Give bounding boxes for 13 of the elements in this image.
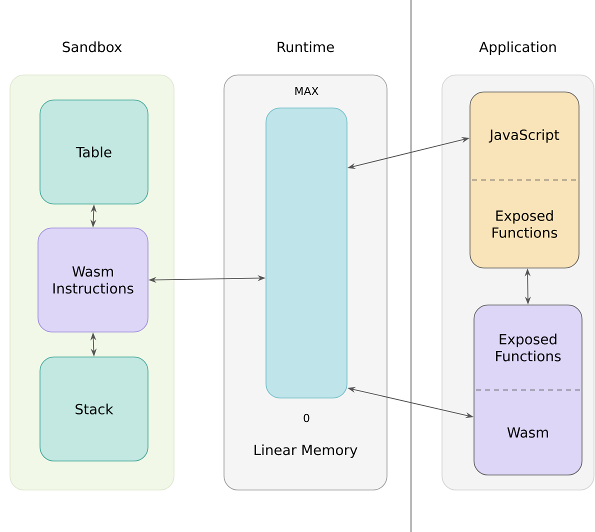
box-label: Exposed Functions (492, 210, 558, 238)
scale-label: 0 (304, 414, 310, 422)
process-box: Stack (40, 356, 148, 462)
process-box: Table (40, 100, 148, 204)
panel-title: Application (479, 41, 556, 55)
box-label: JavaScript (488, 129, 560, 143)
scale-label: MAX (295, 87, 318, 95)
box-label: Exposed Functions (496, 334, 561, 362)
panel-label: Linear Memory (254, 444, 358, 458)
box-label: Wasm (507, 427, 548, 438)
panel-title: Sandbox (62, 41, 122, 52)
process-box: Wasm Instructions (38, 228, 148, 332)
panel-title: Runtime (278, 41, 334, 52)
